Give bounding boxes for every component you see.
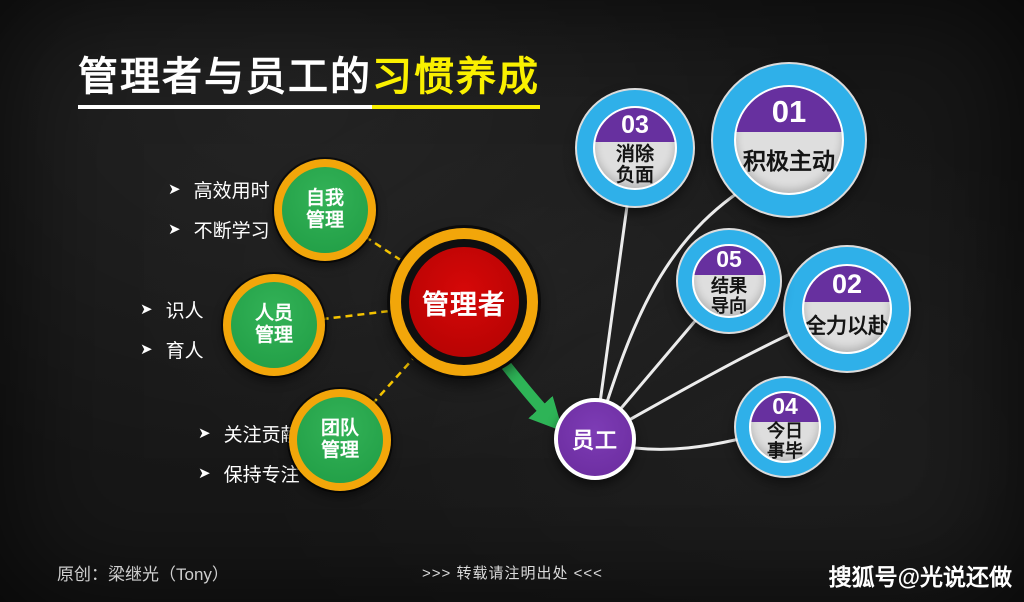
bullet-item: ➤ 识人 — [140, 296, 204, 323]
arrow-bullet-icon: ➤ — [198, 464, 211, 482]
circle-self-management: 自我 管理 — [274, 159, 376, 261]
habit-inner: 01 积极主动 — [734, 85, 844, 195]
page-title: 管理者与员工的习惯养成 — [78, 44, 540, 109]
arrow-bullet-icon: ➤ — [198, 424, 211, 442]
habit-label: 结果 导向 — [711, 275, 747, 316]
circle-people-management: 人员 管理 — [223, 274, 325, 376]
bullet-item: ➤ 不断学习 — [168, 216, 270, 243]
repost-notice: >>> 转载请注明出处 <<< — [422, 565, 603, 582]
bullet-item: ➤ 保持专注 — [198, 460, 300, 487]
arrow-bullet-icon: ➤ — [140, 300, 153, 318]
habit-number-band: 04 — [751, 393, 819, 422]
arrow-bullet-icon: ➤ — [168, 180, 181, 198]
habit-number-band: 02 — [804, 266, 890, 303]
circle-employee: 员工 — [554, 398, 636, 480]
circle-manager: 管理者 — [390, 228, 538, 376]
bullet-group-people-mgmt: ➤ 识人 ➤ 育人 — [140, 296, 204, 376]
circle-team-management: 团队 管理 — [289, 389, 391, 491]
habit-label: 消除 负面 — [615, 143, 654, 186]
circle-label-line: 管理 — [320, 440, 359, 461]
habit-number: 02 — [831, 269, 863, 300]
bullet-text: 高效用时 — [193, 181, 270, 202]
employee-label: 员工 — [571, 428, 618, 453]
manager-core: 管理者 — [409, 247, 519, 357]
habit-inner: 02 全力以赴 — [802, 264, 892, 354]
manager-label: 管理者 — [422, 289, 506, 320]
habit-number-band: 05 — [694, 246, 764, 276]
bullet-text: 不断学习 — [193, 221, 270, 242]
title-yellow-part: 习惯养成 — [372, 55, 540, 109]
manager-to-employee-arrow — [499, 358, 563, 432]
bullet-text: 保持专注 — [223, 465, 300, 486]
bullet-text: 关注贡献 — [223, 425, 300, 446]
bullet-group-self-mgmt: ➤ 高效用时 ➤ 不断学习 — [168, 176, 270, 256]
bullet-text: 识人 — [165, 301, 204, 322]
author-credit: 原创：梁继光（Tony） — [57, 565, 229, 584]
habit-number: 05 — [716, 246, 742, 273]
bullet-text: 育人 — [165, 341, 204, 362]
habit-circle-05: 05 结果 导向 — [678, 230, 780, 332]
arrow-bullet-icon: ➤ — [168, 220, 181, 238]
habit-circle-03: 03 消除 负面 — [577, 90, 693, 206]
circle-label-line: 自我 — [305, 187, 344, 209]
circle-label-line: 人员 — [254, 302, 293, 324]
habit-number: 03 — [621, 110, 649, 139]
bullet-item: ➤ 关注贡献 — [198, 420, 300, 447]
habit-label: 全力以赴 — [805, 315, 889, 339]
circle-label-line: 管理 — [305, 210, 344, 231]
bullet-item: ➤ 高效用时 — [168, 176, 270, 203]
habit-inner: 05 结果 导向 — [692, 244, 766, 318]
habit-label: 积极主动 — [743, 148, 835, 175]
sohu-watermark: 搜狐号@光说还做 — [828, 564, 1012, 590]
habit-number: 04 — [772, 392, 798, 419]
habit-number-band: 01 — [736, 87, 842, 132]
habit-circle-01: 01 积极主动 — [713, 64, 865, 216]
bullet-item: ➤ 育人 — [140, 336, 204, 363]
circle-label-line: 团队 — [320, 417, 359, 439]
habit-label: 今日 事毕 — [767, 421, 803, 462]
arrow-bullet-icon: ➤ — [140, 340, 153, 358]
habit-inner: 04 今日 事毕 — [749, 391, 821, 463]
habit-circle-04: 04 今日 事毕 — [736, 378, 834, 476]
habit-number: 01 — [771, 93, 807, 129]
habit-circle-02: 02 全力以赴 — [785, 247, 909, 371]
habit-number-band: 03 — [595, 108, 675, 142]
title-white-part: 管理者与员工的 — [78, 55, 372, 109]
circle-label-line: 管理 — [254, 325, 293, 346]
bullet-group-team-mgmt: ➤ 关注贡献 ➤ 保持专注 — [198, 420, 300, 500]
habit-inner: 03 消除 负面 — [593, 106, 677, 190]
